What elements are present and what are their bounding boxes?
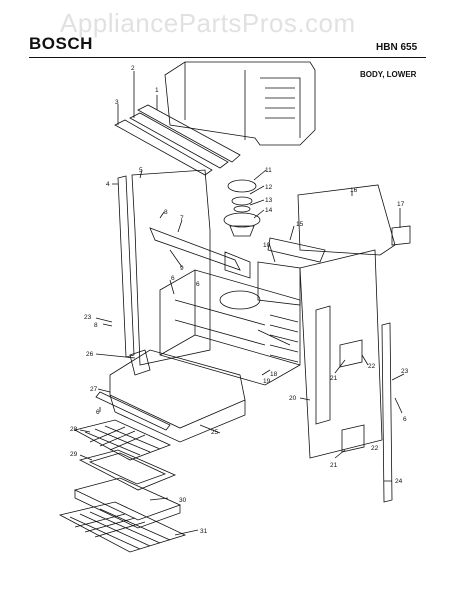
fan-part-13 — [233, 205, 251, 213]
side-rail-4 — [117, 175, 135, 358]
callout-27: 27 — [90, 386, 98, 393]
fan-part-11 — [227, 179, 257, 193]
callout-22a: 22 — [368, 363, 376, 370]
callout-18: 18 — [270, 371, 278, 378]
callout-1: 1 — [155, 87, 159, 94]
drawing-lines — [58, 61, 411, 553]
callout-6: 6 — [171, 275, 175, 282]
callout-6c: 6 — [96, 409, 100, 416]
callout-21a: 21 — [330, 375, 338, 382]
callout-25: 25 — [211, 429, 219, 436]
back-panel-16 — [297, 184, 396, 256]
callout-15: 15 — [296, 221, 304, 228]
callout-28: 28 — [70, 426, 78, 433]
fan-part-12 — [231, 196, 253, 206]
callout-23a: 23 — [84, 314, 92, 321]
callout-6d: 6 — [403, 416, 407, 423]
callout-4: 4 — [106, 181, 110, 188]
callout-21b: 21 — [330, 462, 338, 469]
section-title: BODY, LOWER — [360, 70, 417, 79]
callout-3: 3 — [115, 99, 119, 106]
callout-31: 31 — [200, 528, 208, 535]
left-side-panel — [131, 169, 211, 366]
callout-23b: 23 — [401, 368, 409, 375]
part-10 — [257, 261, 301, 306]
fan-part-14 — [223, 212, 261, 228]
trim-strip-1 — [137, 104, 241, 163]
callout-24: 24 — [395, 478, 403, 485]
callout-22b: 22 — [371, 445, 379, 452]
callout-19: 19 — [263, 378, 271, 385]
side-rail-24 — [381, 322, 393, 503]
callout-30: 30 — [179, 497, 187, 504]
callout-16: 16 — [350, 187, 358, 194]
part-15 — [267, 237, 326, 263]
callout-17: 17 — [397, 201, 405, 208]
oven-rack-28 — [73, 419, 172, 461]
bottom-frame-25 — [109, 349, 246, 429]
callout-8: 8 — [164, 209, 168, 216]
hinge-strip-27 — [95, 391, 171, 431]
brand-logo-text: BOSCH — [29, 34, 93, 53]
callout-12: 12 — [265, 184, 273, 191]
broil-pan-29 — [78, 449, 177, 491]
model-number: HBN 655 — [376, 42, 418, 53]
callout-29: 29 — [70, 451, 78, 458]
callout-13: 13 — [265, 197, 273, 204]
callout-9: 9 — [180, 265, 184, 272]
part-17 — [391, 225, 411, 246]
callout-26: 26 — [86, 351, 94, 358]
crossbar-7 — [149, 227, 241, 271]
callout-6b: 6 — [196, 281, 200, 288]
callout-5: 5 — [139, 167, 143, 174]
callout-8b: 8 — [94, 322, 98, 329]
trim-strip-2 — [129, 112, 229, 169]
part-26 — [129, 349, 151, 376]
upper-oven-body — [164, 61, 316, 146]
oven-rack-31 — [58, 501, 187, 553]
callout-7: 7 — [180, 215, 184, 222]
callout-11: 11 — [265, 167, 272, 174]
callout-10: 10 — [263, 242, 271, 249]
right-side-panel-20 — [299, 249, 383, 459]
callout-labels: 1 2 3 4 5 6 7 8 9 10 11 12 13 14 15 16 1… — [70, 65, 409, 535]
trim-strip-3 — [114, 119, 213, 176]
callout-20: 20 — [289, 395, 297, 402]
header-rule — [29, 57, 426, 58]
watermark: AppliancePartsPros.com — [60, 8, 356, 38]
callout-2: 2 — [131, 65, 135, 72]
callout-14: 14 — [265, 207, 273, 214]
